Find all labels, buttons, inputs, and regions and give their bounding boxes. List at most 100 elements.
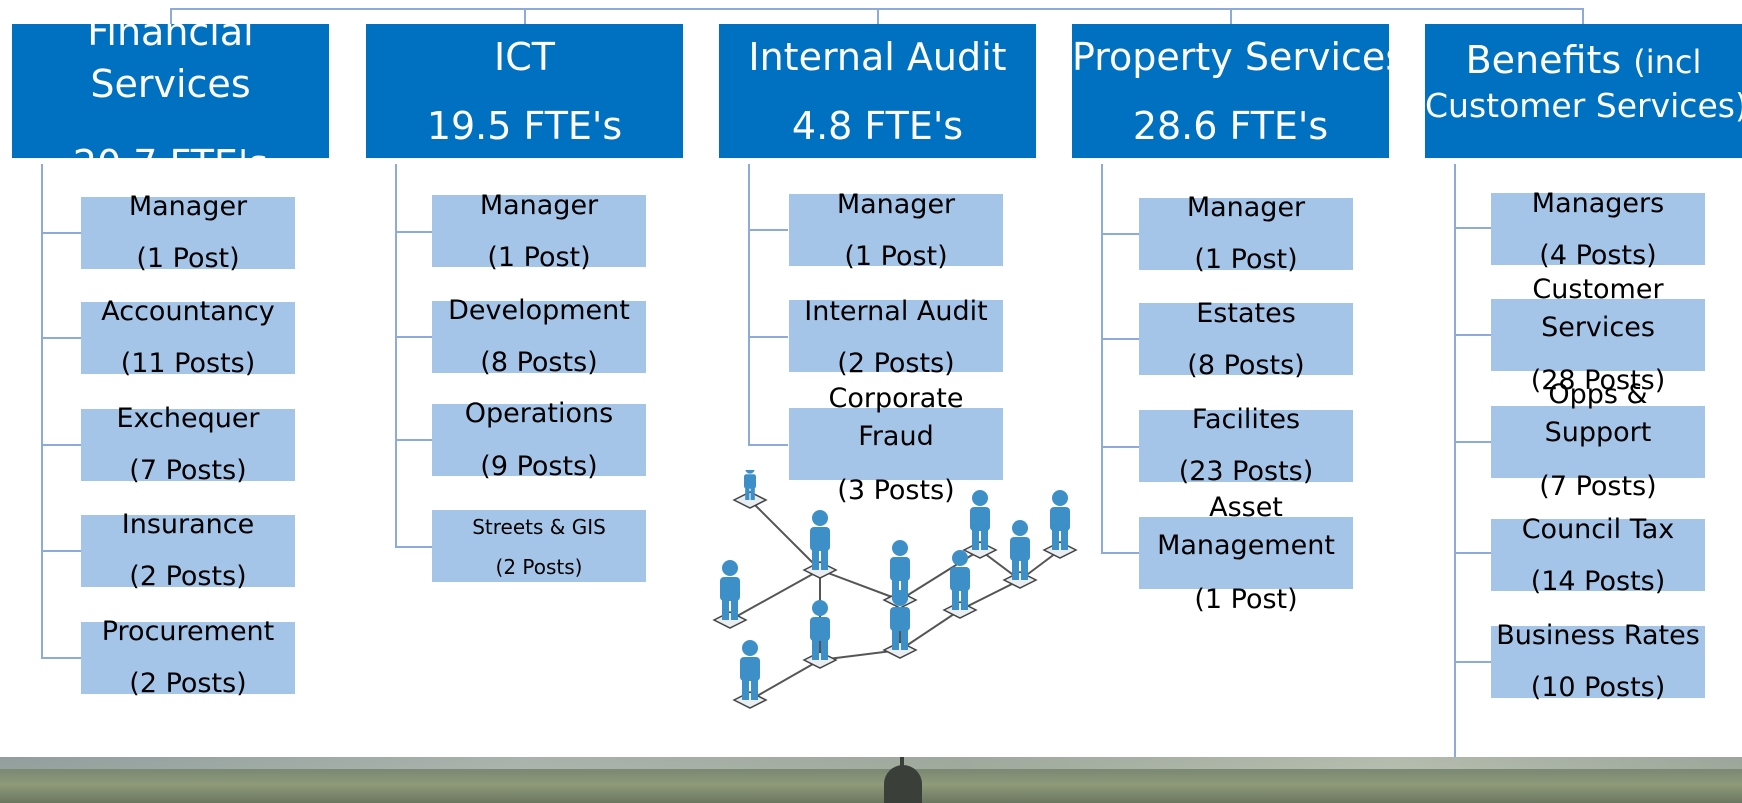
dept-header-financial: Financial Services 20.7 FTE's [12, 24, 329, 158]
post-count: (1 Post) [487, 242, 591, 273]
post-name: Accountancy [101, 296, 275, 327]
post-name: Exchequer [116, 403, 260, 434]
post-name: Manager [1186, 192, 1306, 223]
post-name: Manager [479, 190, 599, 221]
branch [1101, 233, 1141, 235]
post-box [1491, 193, 1705, 265]
post-count: (7 Posts) [129, 455, 247, 486]
top-drop-3 [877, 8, 879, 24]
post-count: (1 Post) [136, 243, 240, 274]
dept-header-property: Property Services 28.6 FTE's [1072, 24, 1389, 158]
post-name: Opps & [1548, 379, 1648, 410]
post-count: (3 Posts) [837, 475, 955, 506]
post-count: (1 Post) [844, 241, 948, 272]
post-box [1139, 517, 1353, 589]
post-name: Manager [836, 189, 956, 220]
post-box [1491, 626, 1705, 698]
post-count: (1 Post) [1194, 584, 1298, 615]
post-box [1491, 406, 1705, 478]
post-count: (23 Posts) [1178, 456, 1314, 487]
dept-header-internal-audit: Internal Audit 4.8 FTE's [719, 24, 1036, 158]
branch [41, 444, 81, 446]
branch [1454, 552, 1494, 554]
dept-fte: 4.8 FTE's [791, 104, 964, 148]
branch [1454, 334, 1494, 336]
post-name: Business Rates [1496, 620, 1700, 651]
branch [395, 546, 435, 548]
post-box [81, 197, 295, 269]
top-drop-5 [1582, 8, 1584, 24]
post-count: (11 Posts) [120, 348, 256, 379]
post-count: (7 Posts) [1539, 471, 1657, 502]
post-count: (2 Posts) [129, 668, 247, 699]
dept-title: Internal Audit [748, 35, 1007, 79]
post-box [1491, 299, 1705, 371]
branch [395, 336, 435, 338]
post-box [789, 408, 1003, 480]
spine-financial [41, 164, 43, 659]
post-name: Asset [1209, 492, 1283, 523]
post-count: (14 Posts) [1530, 566, 1666, 597]
post-box [789, 194, 1003, 266]
post-name: Council Tax [1521, 514, 1675, 545]
post-count: (9 Posts) [480, 451, 598, 482]
dept-fte: 19.5 FTE's [426, 104, 623, 148]
sky-haze [0, 757, 1742, 769]
post-name: Corporate [828, 383, 964, 414]
post-box [81, 302, 295, 374]
dept-fte: 20.7 FTE's [12, 142, 329, 158]
post-name: Streets & GIS [472, 515, 606, 539]
spine-property [1101, 164, 1103, 554]
post-name: Insurance [121, 509, 255, 540]
post-name-line2: Fraud [858, 421, 934, 452]
branch [41, 232, 81, 234]
dome-shape [884, 765, 922, 803]
post-count: (10 Posts) [1530, 672, 1666, 703]
branch [41, 550, 81, 552]
post-box [1139, 198, 1353, 270]
branch [1454, 441, 1494, 443]
landscape-banner [0, 757, 1742, 803]
post-box [1139, 410, 1353, 482]
post-name: Internal Audit [804, 296, 988, 327]
top-connector [170, 8, 1582, 10]
dept-title-main: Benefits [1465, 38, 1622, 82]
post-name: Operations [464, 398, 614, 429]
spire-shape [900, 757, 904, 769]
top-drop-4 [1230, 8, 1232, 24]
branch [748, 336, 788, 338]
branch [395, 439, 435, 441]
dept-fte: 28.6 FTE's [1132, 104, 1329, 148]
post-name: Procurement [101, 616, 275, 647]
dept-title-suffix: (incl [1633, 43, 1702, 81]
branch [395, 231, 435, 233]
post-box [1139, 303, 1353, 375]
post-count: (8 Posts) [480, 347, 598, 378]
dept-title: Benefits (incl [1425, 38, 1742, 84]
post-name-line2: Management [1157, 530, 1335, 561]
spine-internal-audit [748, 164, 750, 446]
branch [41, 337, 81, 339]
post-name: Customer [1532, 274, 1664, 305]
post-box [81, 409, 295, 481]
post-box [432, 404, 646, 476]
post-count: (4 Posts) [1539, 240, 1657, 271]
post-box [1491, 519, 1705, 591]
post-box [432, 301, 646, 373]
post-name-line2: Support [1544, 417, 1652, 448]
post-box [789, 300, 1003, 372]
post-name: Development [448, 295, 630, 326]
post-count: (8 Posts) [1187, 350, 1305, 381]
branch [748, 229, 788, 231]
dept-title: Financial [87, 24, 254, 54]
post-name-line2: Services [1541, 312, 1655, 343]
post-name: Manager [128, 191, 248, 222]
post-name: Managers [1531, 188, 1665, 219]
branch [1101, 552, 1141, 554]
dept-header-ict: ICT 19.5 FTE's [366, 24, 683, 158]
post-box [432, 510, 646, 582]
dept-title-line2: Services [90, 62, 251, 106]
branch [1101, 446, 1141, 448]
top-drop-1 [170, 8, 172, 24]
